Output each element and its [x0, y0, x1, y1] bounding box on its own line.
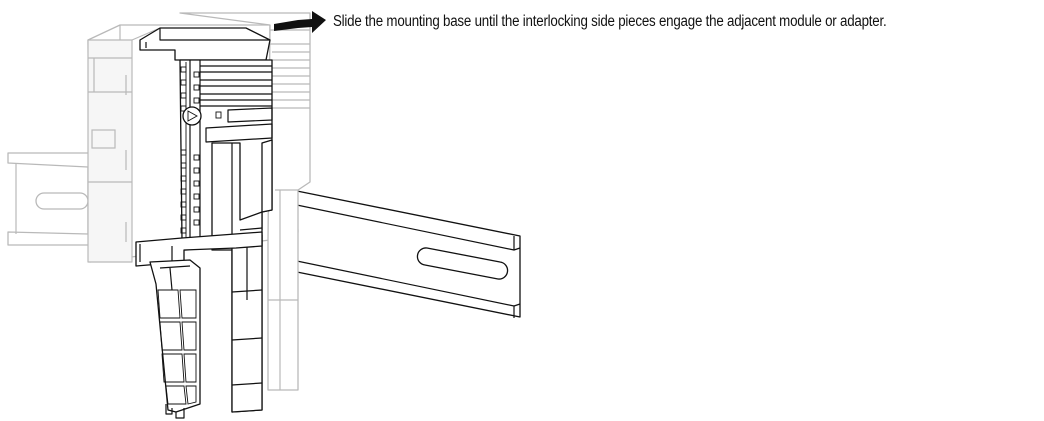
mounting-base — [135, 27, 273, 413]
rail-slot-right — [416, 247, 509, 280]
din-rail — [7, 152, 521, 318]
play-indicator-icon — [182, 106, 202, 126]
rail-slot — [35, 192, 89, 210]
release-lever — [149, 259, 201, 419]
slide-direction-arrow-icon — [274, 11, 326, 33]
terminal-markers — [180, 66, 200, 234]
instruction-caption: Slide the mounting base until the interl… — [333, 13, 887, 30]
